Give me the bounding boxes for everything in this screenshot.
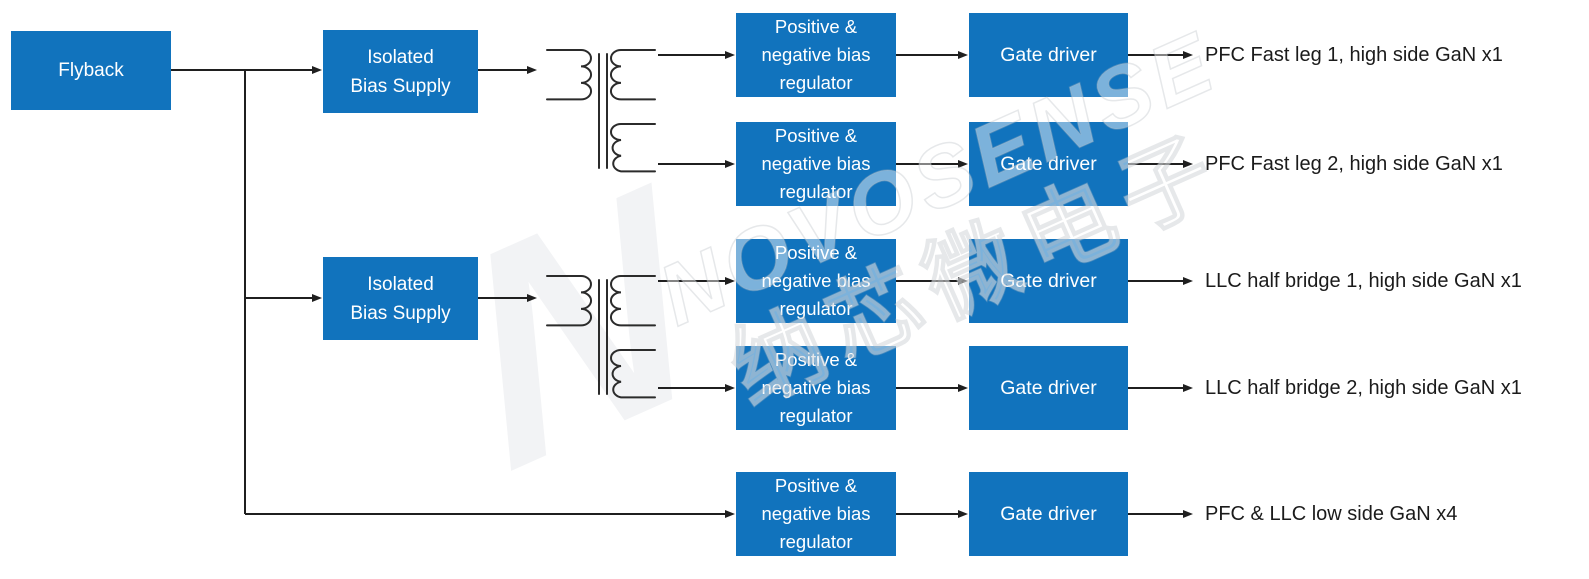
block-flyback: Flyback: [11, 31, 171, 110]
block-gate-driver-2: Gate driver: [969, 122, 1128, 206]
output-label-pfc-fast-leg-1: PFC Fast leg 1, high side GaN x1: [1205, 44, 1503, 66]
transformer-1-symbol: [546, 49, 656, 173]
output-label-llc-half-bridge-2: LLC half bridge 2, high side GaN x1: [1205, 377, 1522, 399]
output-label-pfc-fast-leg-2: PFC Fast leg 2, high side GaN x1: [1205, 153, 1503, 175]
block-bias-regulator-1: Positive & negative bias regulator: [736, 13, 896, 97]
output-label-llc-half-bridge-1: LLC half bridge 1, high side GaN x1: [1205, 270, 1522, 292]
block-gate-driver-5: Gate driver: [969, 472, 1128, 556]
transformer-2-symbol: [546, 275, 656, 399]
flow-lines: [171, 51, 1193, 518]
block-bias-regulator-5: Positive & negative bias regulator: [736, 472, 896, 556]
block-gate-driver-1: Gate driver: [969, 13, 1128, 97]
block-isolated-bias-supply-1: Isolated Bias Supply: [323, 30, 478, 113]
block-gate-driver-3: Gate driver: [969, 239, 1128, 323]
output-label-low-side: PFC & LLC low side GaN x4: [1205, 503, 1458, 525]
block-bias-regulator-2: Positive & negative bias regulator: [736, 122, 896, 206]
block-isolated-bias-supply-2: Isolated Bias Supply: [323, 257, 478, 340]
block-gate-driver-4: Gate driver: [969, 346, 1128, 430]
block-bias-regulator-3: Positive & negative bias regulator: [736, 239, 896, 323]
block-bias-regulator-4: Positive & negative bias regulator: [736, 346, 896, 430]
